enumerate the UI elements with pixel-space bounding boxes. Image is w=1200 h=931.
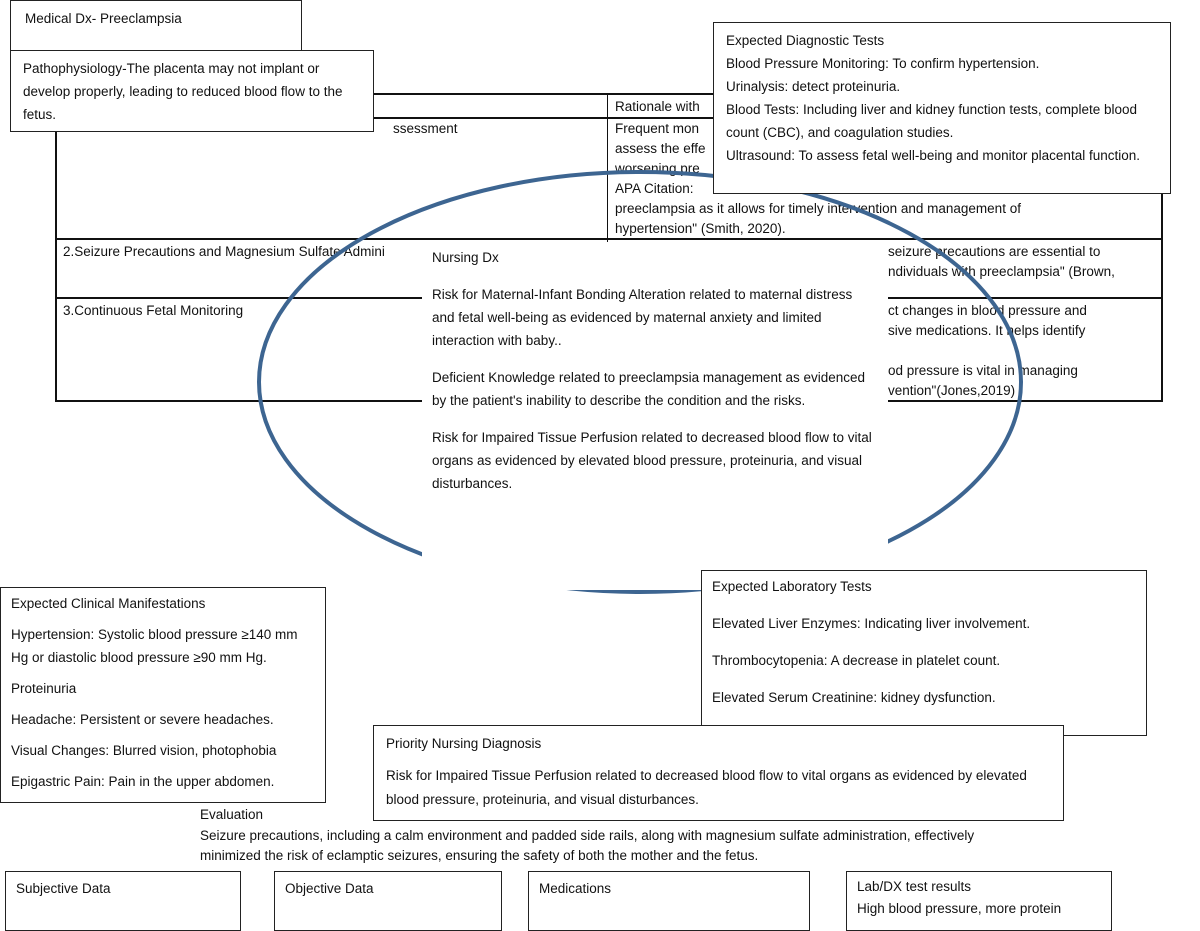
- row3-intervention: 3.Continuous Fetal Monitoring: [63, 303, 244, 318]
- pathophysiology-box: Pathophysiology-The placenta may not imp…: [10, 50, 374, 132]
- medical-dx-box: Medical Dx- Preeclampsia: [10, 0, 302, 52]
- header-rationale: Rationale with: [615, 99, 700, 114]
- medications-box: Medications: [528, 871, 810, 931]
- row2-intervention: 2.Seizure Precautions and Magnesium Sulf…: [63, 244, 385, 259]
- priority-dx-box: Priority Nursing Diagnosis Risk for Impa…: [373, 725, 1064, 821]
- row1-intervention: ssessment: [393, 121, 458, 136]
- evaluation-text: Seizure precautions, including a calm en…: [200, 828, 975, 863]
- objective-data-box: Objective Data: [274, 871, 502, 931]
- evaluation-title: Evaluation: [200, 807, 264, 822]
- subjective-data-box: Subjective Data: [5, 871, 241, 931]
- nursing-dx-box: Nursing Dx Risk for Maternal-Infant Bond…: [422, 242, 888, 590]
